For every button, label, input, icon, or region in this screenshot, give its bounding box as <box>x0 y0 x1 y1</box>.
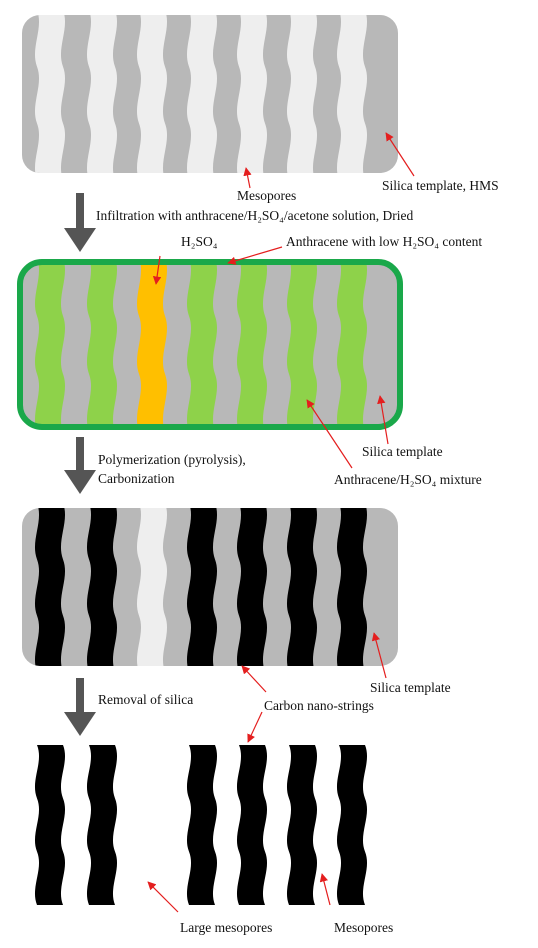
label-silica-template-3: Silica template <box>370 680 451 695</box>
label-mesopores-top: Mesopores <box>237 188 296 203</box>
mesopore-channel-5 <box>237 15 267 173</box>
carbon-channel-3 <box>137 508 167 666</box>
filled-channel-3 <box>136 262 168 427</box>
mesopore-channel-3 <box>137 15 167 173</box>
pointer-silica-hms <box>385 132 415 177</box>
nano-string-6 <box>336 745 368 905</box>
carbon-channel-1 <box>35 508 65 666</box>
filled-channel-7 <box>336 262 368 427</box>
filled-channel-6 <box>286 262 318 427</box>
panel-infiltrated-template <box>17 259 403 430</box>
label-step-polymerization: Polymerization (pyrolysis), <box>98 452 246 467</box>
filled-channel-5 <box>236 262 268 427</box>
label-step-carbonization: Carbonization <box>98 471 175 486</box>
mesopore-channel-6 <box>287 15 317 173</box>
nano-string-5 <box>286 745 318 905</box>
pointer-silica-3 <box>371 632 387 679</box>
label-h2so4: H₂SO₄ <box>181 234 218 249</box>
mesopore-channel-2 <box>87 15 117 173</box>
pointer-arrows <box>147 132 415 913</box>
filled-channel-1 <box>34 262 66 427</box>
carbon-channel-7 <box>337 508 367 666</box>
panel-carbonized-template <box>22 508 398 666</box>
pointer-large-mesopores <box>147 881 179 913</box>
pointer-anthracene-low <box>227 246 283 265</box>
label-step-infiltration: Infiltration with anthracene/H₂SO₄/aceto… <box>96 208 413 223</box>
process-arrow-3 <box>64 678 96 736</box>
pointer-mesopores-1 <box>243 167 252 189</box>
nano-string-1 <box>34 745 66 905</box>
pointer-mesopores-2 <box>319 873 331 906</box>
carbon-channel-4 <box>187 508 217 666</box>
label-large-mesopores: Large mesopores <box>180 920 272 935</box>
carbon-channel-6 <box>287 508 317 666</box>
process-arrow-1 <box>64 193 96 252</box>
mesopore-channel-7 <box>337 15 367 173</box>
nano-string-4 <box>236 745 268 905</box>
carbon-channels <box>35 508 367 666</box>
filled-channel-4 <box>186 262 218 427</box>
label-step-removal: Removal of silica <box>98 692 193 707</box>
label-anthracene-low: Anthracene with low H₂SO₄ content <box>286 234 482 249</box>
carbon-channel-2 <box>87 508 117 666</box>
label-anthracene-mixture: Anthracene/H₂SO₄ mixture <box>334 472 482 487</box>
label-silica-hms: Silica template, HMS <box>382 178 499 193</box>
pointer-nano-strings-up <box>241 665 267 693</box>
label-mesopores-bottom: Mesopores <box>334 920 393 935</box>
panel-silica-template <box>22 15 398 173</box>
mesopore-channel-1 <box>35 15 65 173</box>
nano-string-3 <box>186 745 218 905</box>
carbon-channel-5 <box>237 508 267 666</box>
label-carbon-nano-strings: Carbon nano-strings <box>264 698 374 713</box>
pointer-silica-2 <box>377 395 389 445</box>
nano-string-2 <box>86 745 118 905</box>
carbon-nano-strings <box>34 745 368 905</box>
filled-channel-2 <box>86 262 118 427</box>
process-arrow-2 <box>64 437 96 494</box>
pointer-nano-strings-down <box>247 711 263 743</box>
label-silica-template-2: Silica template <box>362 444 443 459</box>
pointer-mixture <box>306 399 353 469</box>
mesopore-channel-4 <box>187 15 217 173</box>
anthracene-channels <box>34 262 368 427</box>
green-border <box>17 259 403 430</box>
mesopore-channels <box>35 15 367 173</box>
pointer-h2so4 <box>152 255 162 285</box>
